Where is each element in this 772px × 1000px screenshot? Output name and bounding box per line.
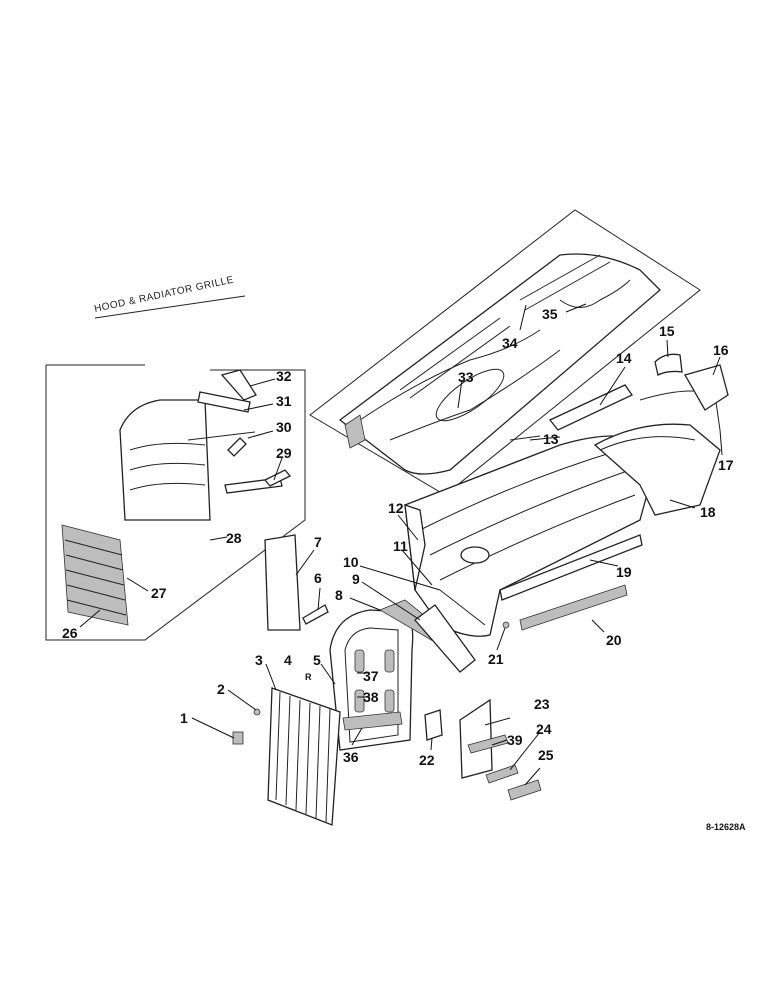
hood-side-strip	[499, 534, 643, 601]
inset-border	[309, 209, 701, 496]
drawing-number: 8-12628A	[706, 822, 746, 832]
callout-19: 19	[616, 564, 632, 580]
fill-cap	[460, 546, 490, 564]
callout-34: 34	[502, 335, 518, 351]
bracket-22	[424, 709, 443, 741]
leader-lines	[79, 303, 723, 786]
callout-21: 21	[488, 651, 504, 667]
bracket-31	[197, 391, 251, 413]
grille-shell	[119, 399, 211, 521]
callouts: 1 2 3 4 5 R 6 7 8 9 10 11 12 13 14 15 16…	[62, 306, 734, 768]
support-9	[414, 604, 476, 673]
screw-2	[253, 708, 261, 716]
r-mark: R	[305, 672, 312, 682]
callout-31: 31	[276, 393, 292, 409]
bracket-15	[654, 353, 683, 376]
bolt-1	[232, 731, 244, 745]
callout-26: 26	[62, 625, 78, 641]
rear-cowl	[593, 423, 721, 516]
grille-bottom	[342, 711, 403, 731]
callout-33: 33	[458, 369, 474, 385]
callout-8: 8	[335, 587, 343, 603]
callout-4: 4	[284, 652, 292, 668]
callout-9: 9	[352, 571, 360, 587]
cowl-strip	[548, 384, 633, 431]
callout-13: 13	[543, 431, 559, 447]
callout-7: 7	[314, 534, 322, 550]
callout-11: 11	[393, 538, 408, 554]
callout-29: 29	[276, 445, 292, 461]
callout-30: 30	[276, 419, 292, 435]
callout-2: 2	[217, 681, 225, 697]
clip-25	[507, 779, 542, 801]
callout-36: 36	[343, 749, 359, 765]
callout-6: 6	[314, 570, 322, 586]
callout-32: 32	[276, 368, 292, 384]
hood-inset-panel	[309, 209, 701, 496]
callout-37: 37	[363, 668, 379, 684]
rod-6	[302, 604, 329, 625]
bracket-32	[220, 369, 257, 401]
callout-25: 25	[538, 747, 554, 763]
grille-inset-border	[45, 365, 306, 641]
bracket-16	[684, 364, 729, 411]
callout-16: 16	[713, 342, 729, 358]
callout-10: 10	[343, 554, 359, 570]
callout-14: 14	[616, 350, 632, 366]
callout-15: 15	[659, 323, 675, 339]
callout-38: 38	[363, 689, 379, 705]
callout-28: 28	[226, 530, 242, 546]
inset-caption: HOOD & RADIATOR GRILLE	[93, 275, 235, 315]
strip-13	[509, 435, 541, 441]
callout-22: 22	[419, 752, 435, 768]
callout-12: 12	[388, 500, 404, 516]
callout-17: 17	[718, 457, 734, 473]
hood-assembly	[232, 353, 729, 826]
callout-18: 18	[700, 504, 716, 520]
callout-20: 20	[606, 632, 622, 648]
stud-21	[502, 621, 510, 629]
side-panel-7	[264, 534, 301, 631]
callout-1: 1	[180, 710, 188, 726]
grille-screen	[61, 524, 129, 626]
callout-35: 35	[542, 306, 558, 322]
hood-underside	[338, 253, 661, 475]
callout-23: 23	[534, 696, 550, 712]
callout-3: 3	[255, 652, 263, 668]
callout-5: 5	[313, 652, 321, 668]
callout-27: 27	[151, 585, 167, 601]
callout-39: 39	[507, 732, 523, 748]
radiator-screen	[267, 687, 341, 826]
callout-24: 24	[536, 721, 552, 737]
side-panel-23	[459, 698, 493, 779]
side-louver	[519, 584, 628, 631]
clip-39	[467, 734, 509, 754]
